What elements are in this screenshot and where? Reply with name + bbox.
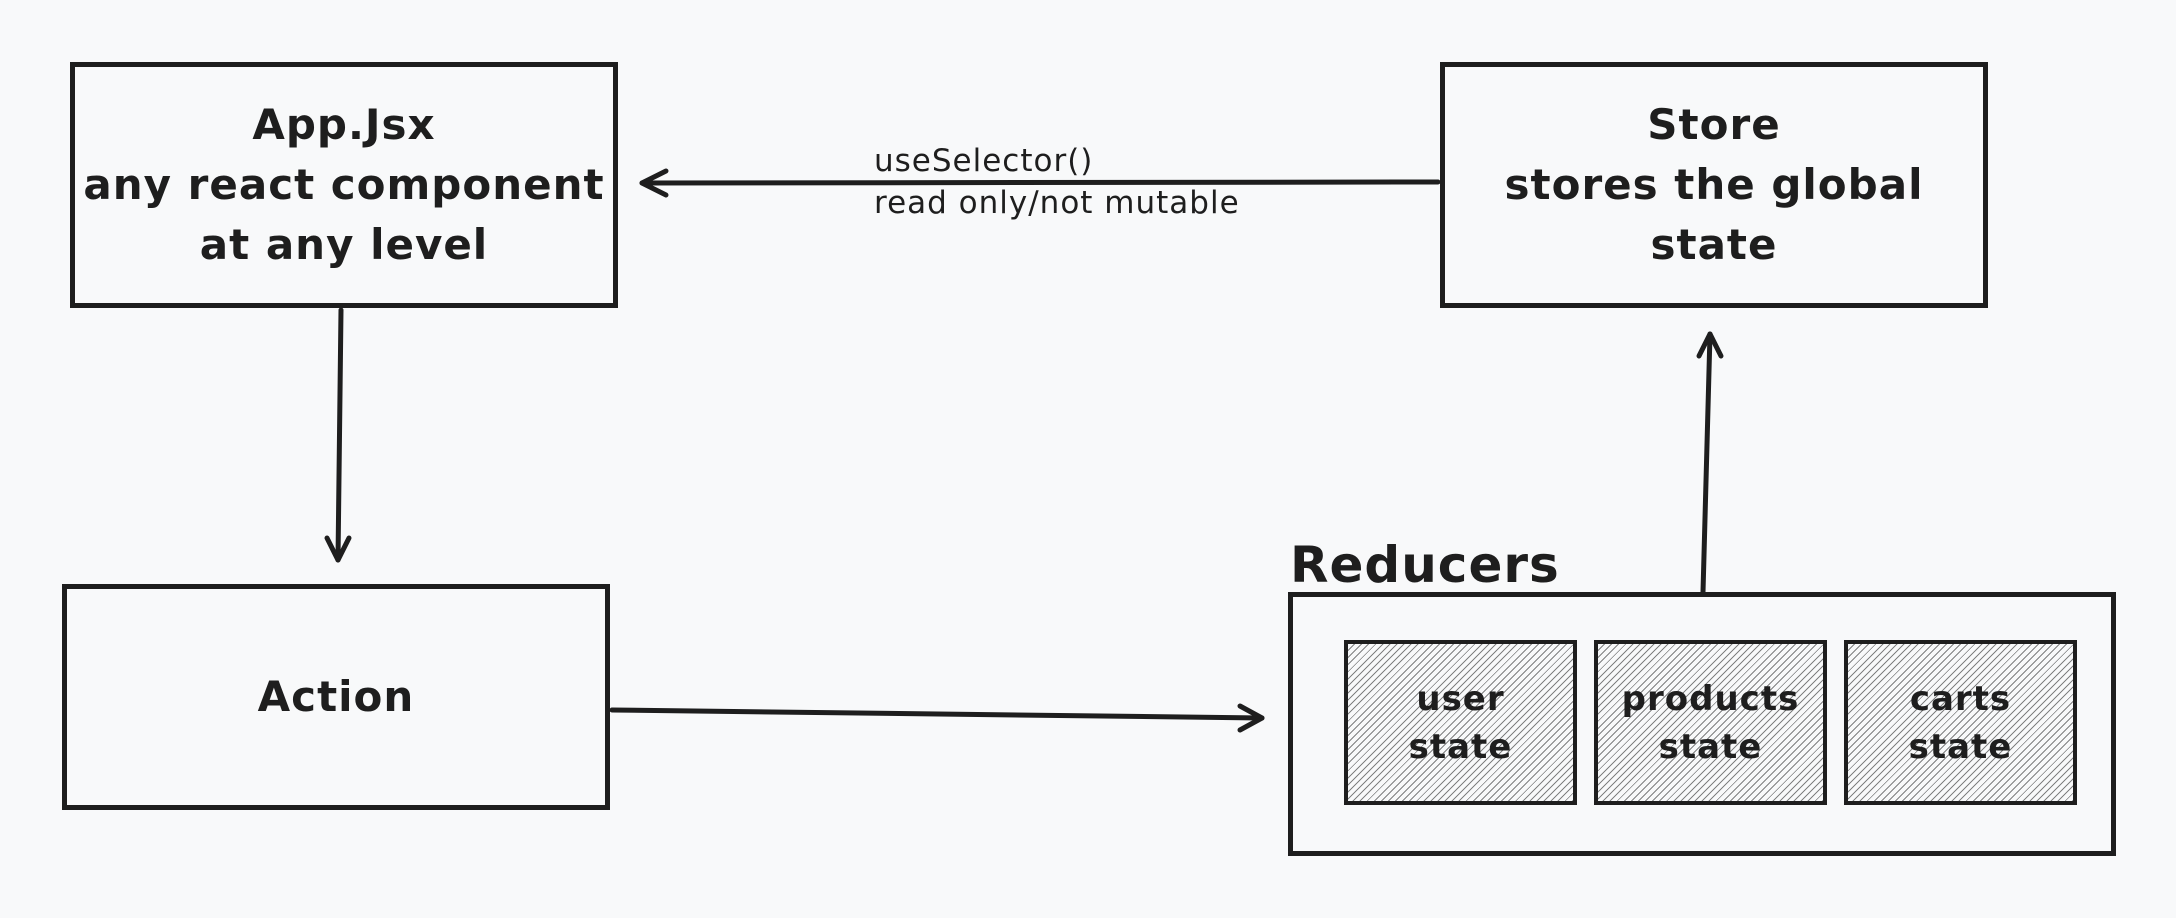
- products-state-line2: state: [1658, 726, 1763, 767]
- app-node-subtitle-line2: at any level: [199, 220, 489, 269]
- app-jsx-node[interactable]: App.Jsx any react component at any level: [70, 62, 618, 308]
- user-state-node[interactable]: user state: [1344, 640, 1577, 805]
- store-node-subtitle-line1: stores the global: [1504, 160, 1924, 209]
- store-node-subtitle-line2: state: [1650, 220, 1778, 269]
- app-node-subtitle-line1: any react component: [83, 160, 605, 209]
- products-state-node[interactable]: products state: [1594, 640, 1827, 805]
- carts-state-line2: state: [1908, 726, 2013, 767]
- carts-state-line1: carts: [1909, 678, 2012, 719]
- arrow-reducers-to-store: [1696, 331, 1724, 595]
- user-state-line2: state: [1408, 726, 1513, 767]
- app-node-title: App.Jsx: [252, 100, 436, 149]
- arrow-action-to-reducers: [609, 703, 1265, 733]
- action-node[interactable]: Action: [62, 584, 610, 810]
- user-state-line1: user: [1416, 678, 1505, 719]
- store-node-title: Store: [1647, 100, 1781, 149]
- arrow-app-to-action: [324, 307, 352, 563]
- store-node[interactable]: Store stores the global state: [1440, 62, 1988, 308]
- carts-state-node[interactable]: carts state: [1844, 640, 2077, 805]
- reducers-title: Reducers: [1290, 536, 1560, 594]
- products-state-line1: products: [1621, 678, 1800, 719]
- action-node-label: Action: [257, 672, 415, 721]
- edge-label-line1: useSelector(): [874, 143, 1094, 179]
- store-to-app-edge-label: useSelector() read only/not mutable: [874, 140, 1240, 224]
- edge-label-line2: read only/not mutable: [874, 185, 1240, 221]
